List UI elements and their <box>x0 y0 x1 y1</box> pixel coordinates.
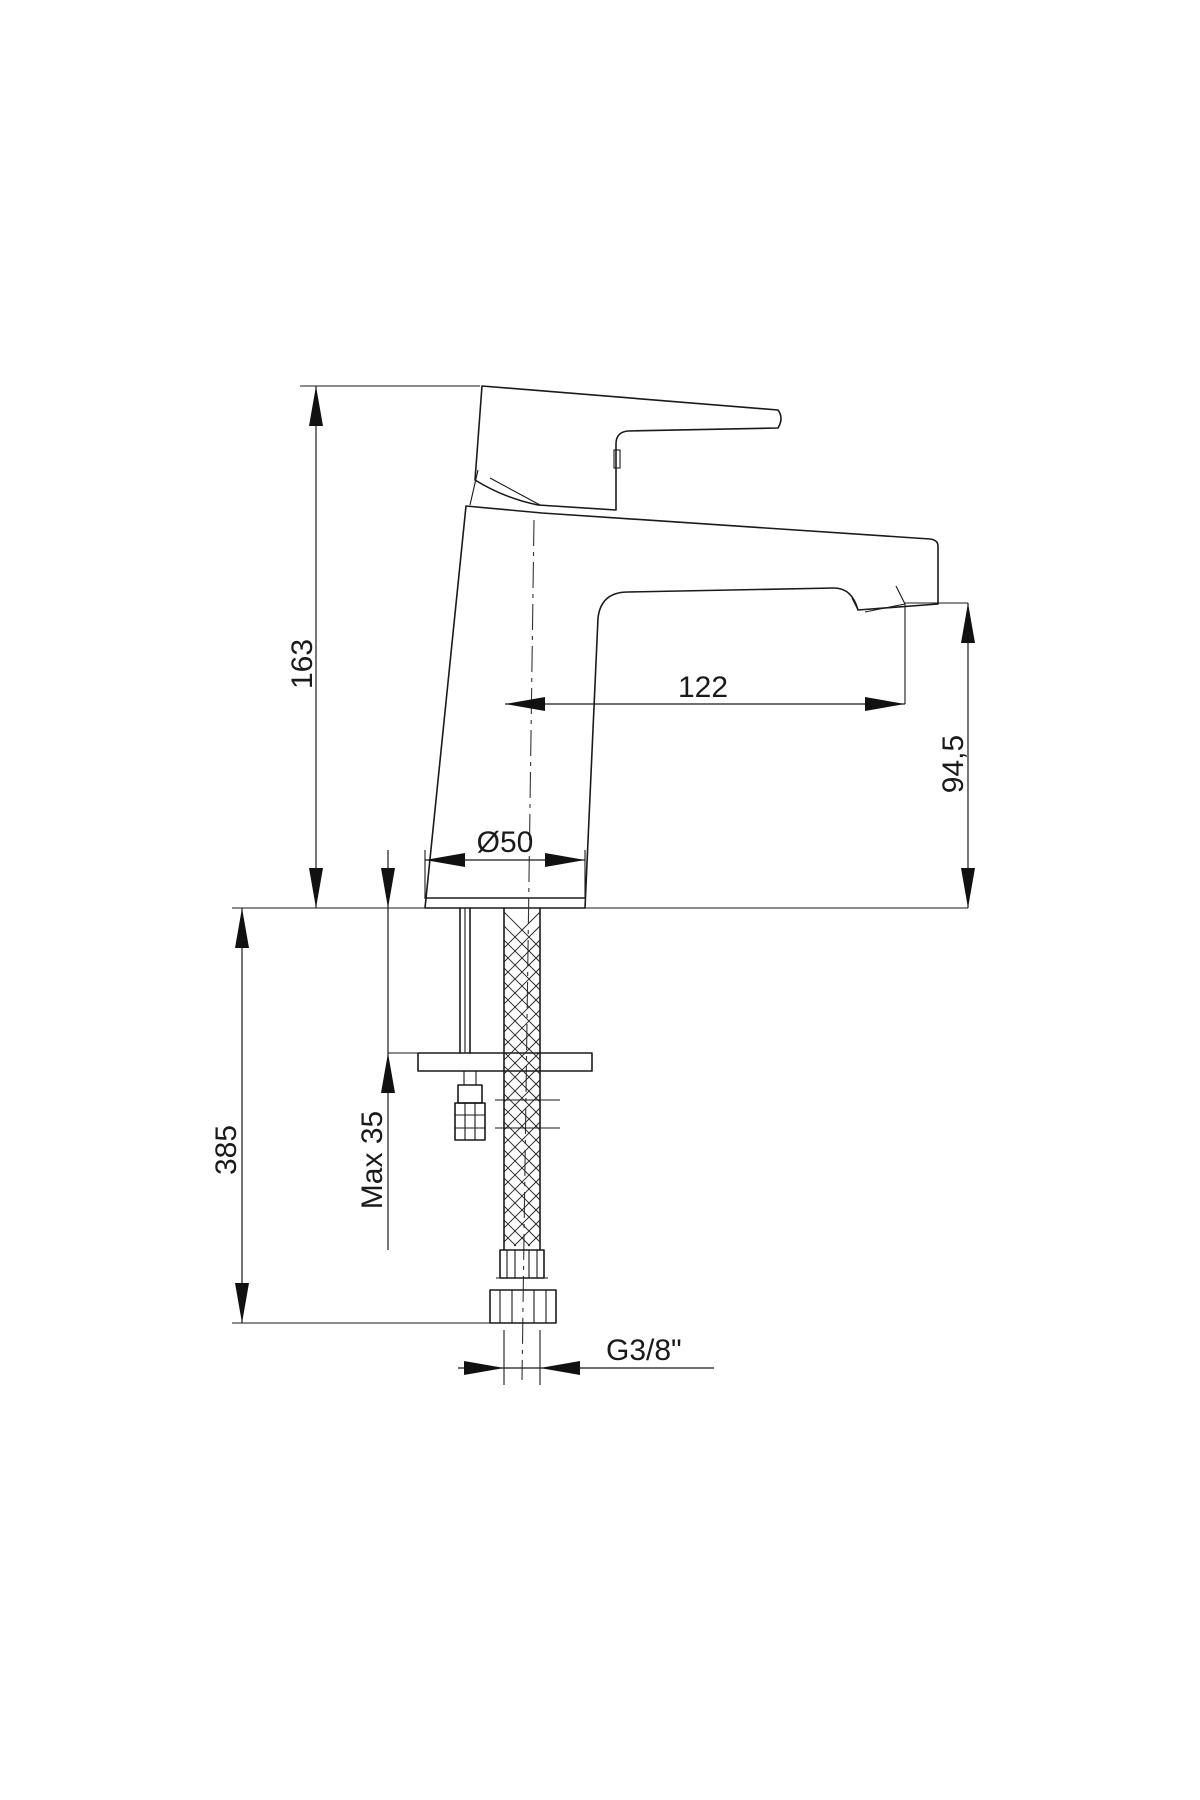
mounting-nut <box>454 1071 486 1141</box>
dimension-hose-length <box>235 908 249 1323</box>
lever-handle <box>469 385 782 511</box>
label-hose-length: 385 <box>210 1125 243 1175</box>
faucet-body <box>424 505 939 909</box>
label-base-diameter: Ø50 <box>477 826 534 859</box>
label-spout-reach: 122 <box>678 671 728 704</box>
label-thread: G3/8" <box>606 1334 682 1367</box>
dimension-thread <box>458 1330 714 1385</box>
dimension-max-deck <box>381 850 418 1250</box>
dimension-spout-height <box>961 603 975 908</box>
hose-connector-nut <box>489 1249 557 1324</box>
label-spout-height: 94,5 <box>937 735 970 793</box>
dimension-base-diameter <box>424 850 586 898</box>
dimension-total-height <box>309 386 323 908</box>
mounting-stud <box>459 907 471 1054</box>
dimension-spout-reach <box>505 604 906 711</box>
label-max-deck: Max 35 <box>356 1111 389 1209</box>
braided-hose <box>495 907 560 1251</box>
label-total-height: 163 <box>286 639 319 689</box>
mounting-plate <box>417 1052 593 1072</box>
